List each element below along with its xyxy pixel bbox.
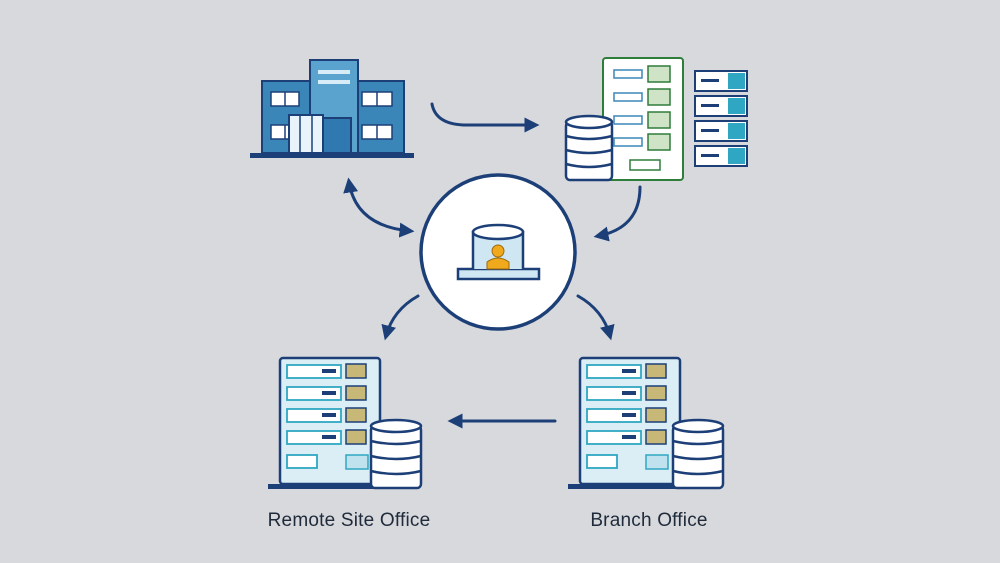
office-building-icon: [250, 59, 414, 158]
central-database-user-icon: [456, 223, 541, 281]
arrow-hub-to-remote-site: [381, 294, 420, 341]
arrow-hub-to-branch: [576, 294, 615, 341]
server-rack-icon: [564, 57, 748, 182]
central-hub: [419, 173, 577, 331]
remote-site-office-label: Remote Site Office: [267, 510, 431, 531]
arrow-hq-to-datacenter: [430, 102, 540, 133]
remote-site-server-icon: [268, 356, 423, 490]
branch-office-server-icon: [568, 356, 725, 490]
branch-office-label: Branch Office: [590, 510, 708, 531]
arrow-hub-hq-bidirectional: [343, 177, 415, 238]
arrow-datacenter-to-hub: [593, 185, 642, 242]
